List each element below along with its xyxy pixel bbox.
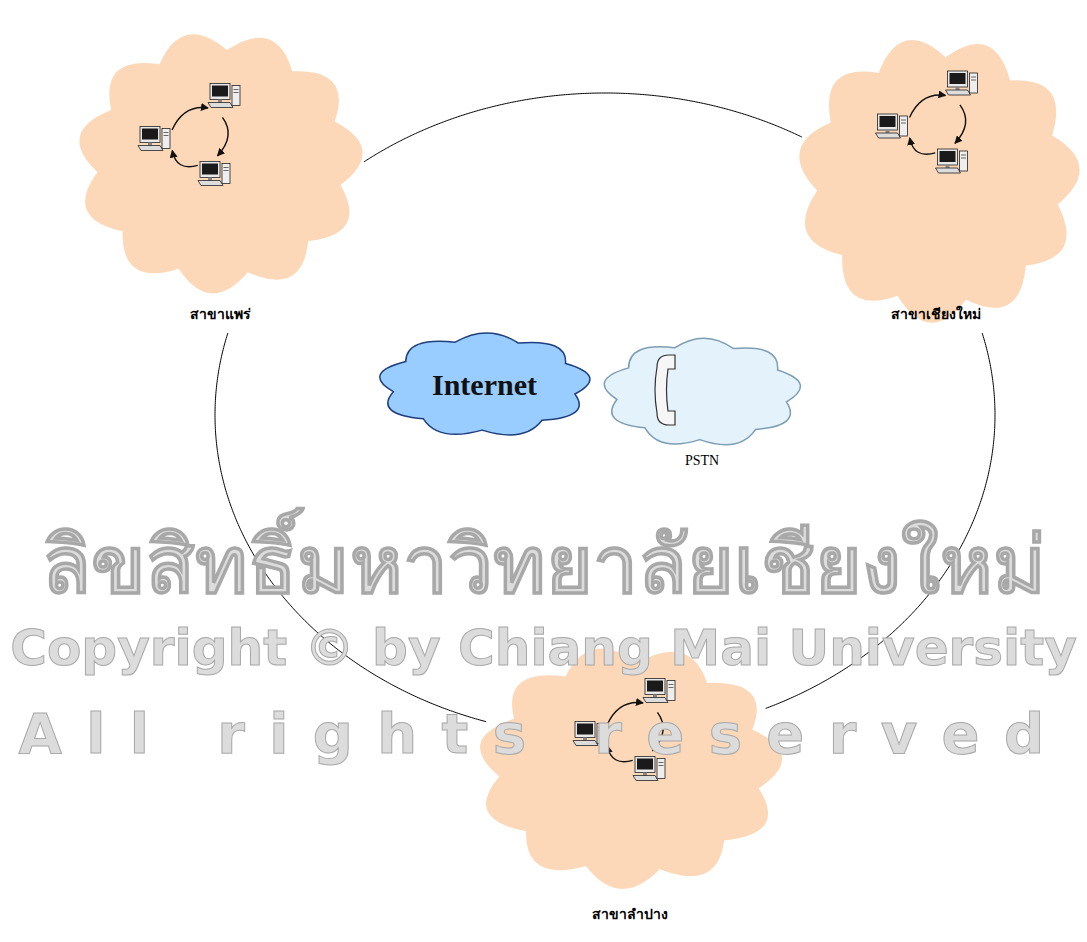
- computer-ring: [573, 679, 675, 781]
- cloud-shape: [785, 25, 1087, 335]
- ring-arrow: [910, 95, 946, 118]
- cloud-outline: [380, 333, 590, 435]
- telephone-icon: [655, 355, 675, 425]
- computer-icon: [573, 722, 605, 746]
- computer-icon: [643, 679, 675, 703]
- ring-arrow: [955, 105, 966, 143]
- computer-icon: [633, 757, 665, 781]
- cloud-title: Internet: [432, 368, 537, 402]
- branch-cloud: สาขาเชียงใหม่: [785, 25, 1087, 335]
- computer-ring: [138, 84, 240, 186]
- ring-arrow: [172, 108, 208, 131]
- computer-icon: [208, 84, 240, 108]
- computer-icon: [876, 114, 908, 138]
- computer-icon: [198, 162, 230, 186]
- ring-arrow: [172, 151, 197, 167]
- link-line: [364, 93, 802, 162]
- computer-ring: [876, 71, 978, 173]
- watermark-row: Copyright © by Chiang Mai University: [10, 618, 1077, 678]
- watermark-text: ลิขสิทธิ์มหาวิทยาลัยเชียงใหม่: [42, 518, 1046, 614]
- ring-arrow: [910, 138, 935, 154]
- branch-label: สาขาลำปาง: [592, 903, 668, 925]
- computer-icon: [946, 71, 978, 95]
- ring-arrow: [607, 746, 632, 762]
- internet-cloud: Internet: [372, 330, 597, 440]
- cloud-outline: [799, 40, 1079, 323]
- watermark-text: Copyright © by Chiang Mai University: [10, 618, 1077, 678]
- branch-label: สาขาเชียงใหม่: [891, 303, 981, 325]
- ring-arrow: [653, 712, 664, 750]
- cloud-shape: [465, 635, 795, 927]
- cloud-outline: [480, 649, 782, 889]
- ring-arrow: [607, 703, 643, 726]
- pstn-cloud: PSTN: [597, 335, 807, 475]
- ring-arrow: [218, 117, 229, 155]
- branch-cloud: สาขาแพร่: [65, 20, 375, 330]
- computer-icon: [138, 127, 170, 151]
- computer-icon: [936, 149, 968, 173]
- watermark-row: ลิขสิทธิ์มหาวิทยาลัยเชียงใหม่: [42, 518, 1046, 614]
- branch-cloud: สาขาลำปาง: [465, 635, 795, 927]
- cloud-outline: [604, 338, 800, 445]
- branch-label: สาขาแพร่: [190, 303, 251, 325]
- cloud-outline: [79, 34, 362, 293]
- cloud-label: PSTN: [685, 453, 719, 469]
- cloud-shape: [65, 20, 375, 330]
